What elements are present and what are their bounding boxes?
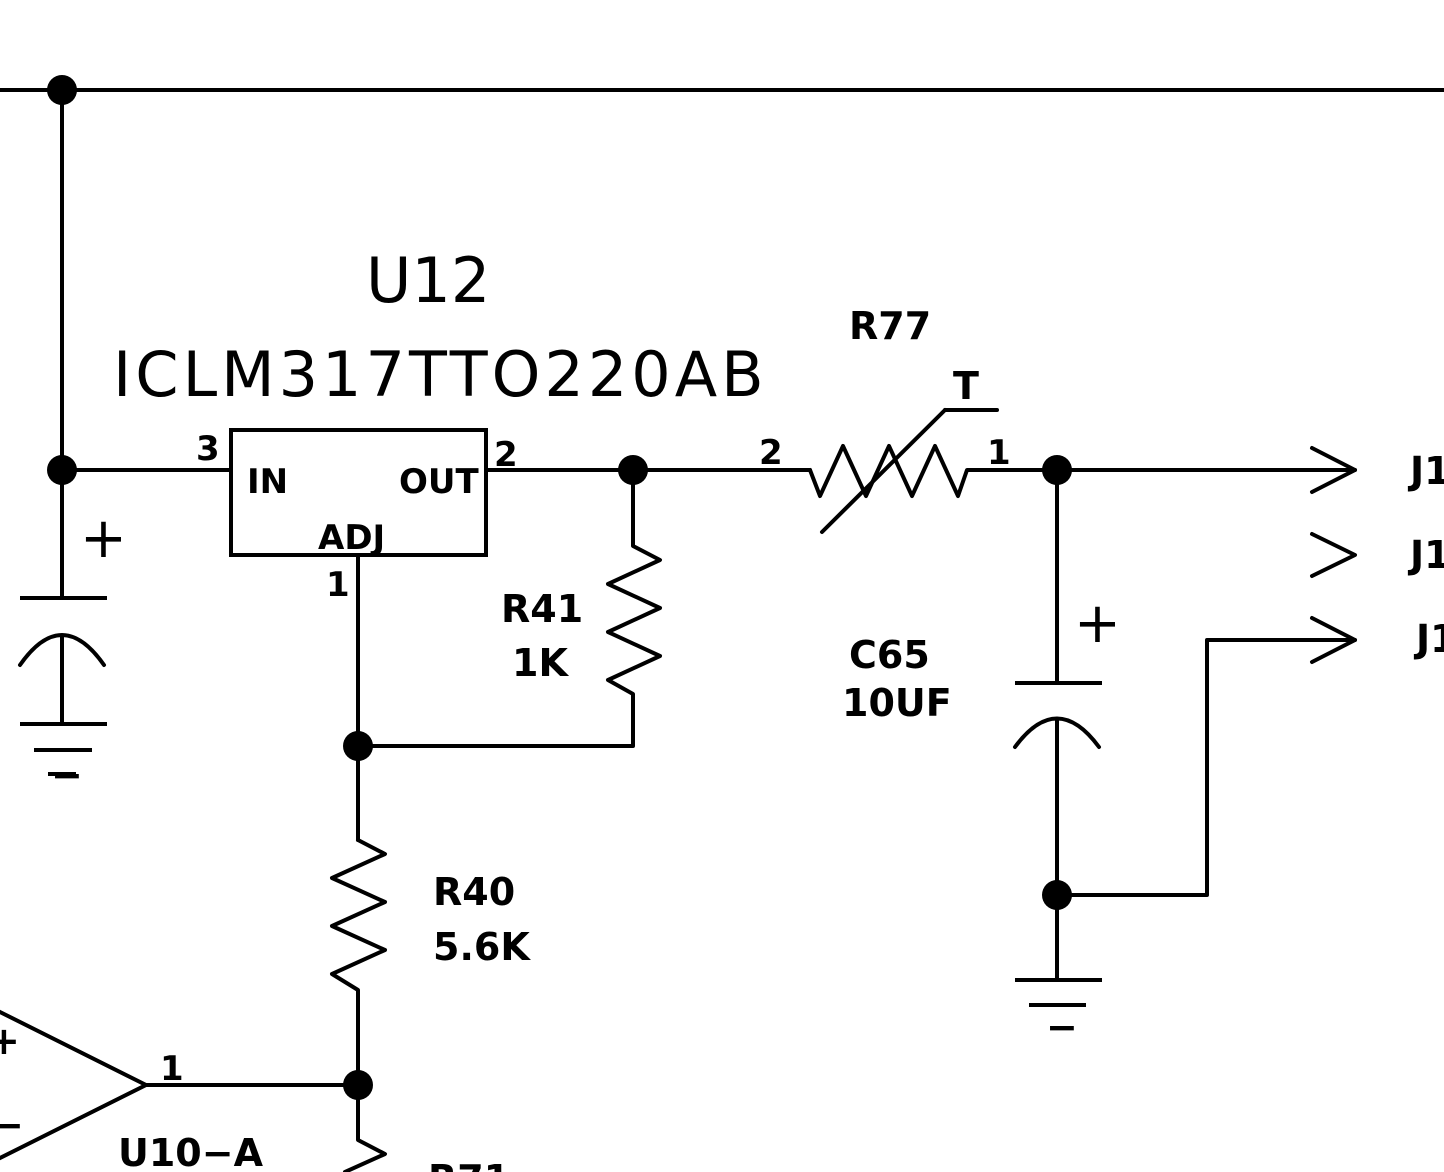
- thermistor-type-mark: T: [953, 364, 979, 408]
- junction-top-left: [47, 75, 77, 105]
- opamp-u10a: [0, 1009, 360, 1161]
- connector-arrow-3: [1310, 616, 1357, 664]
- r71-ref-partial: R71: [428, 1157, 510, 1172]
- c65-ground-minus: −: [1046, 1005, 1078, 1049]
- regulator-ref: U12: [366, 244, 490, 317]
- junction-input: [47, 455, 77, 485]
- resistor-r71-partial: [343, 1083, 387, 1172]
- connector-arrow-1: [1310, 446, 1357, 494]
- c65-value: 10UF: [842, 681, 952, 725]
- thermistor-pin-left: 2: [759, 433, 783, 473]
- r40-value: 5.6K: [433, 925, 531, 969]
- opamp-plus-sign: +: [0, 1019, 20, 1063]
- connector-label-1: J1: [1407, 449, 1444, 493]
- resistor-r41: [356, 468, 662, 748]
- opamp-ref: U10−A: [118, 1131, 264, 1172]
- regulator-label-adj: ADJ: [318, 518, 385, 558]
- regulator-part: ICLM317TTO220AB: [113, 338, 768, 411]
- r41-value: 1K: [512, 641, 569, 685]
- regulator-label-out: OUT: [399, 462, 480, 502]
- regulator-pin-in-number: 3: [196, 429, 220, 469]
- thermistor-r77: [808, 408, 1059, 534]
- r41-ref: R41: [501, 587, 583, 631]
- thermistor-ref: R77: [849, 304, 931, 348]
- junction-adj: [343, 731, 373, 761]
- c65-plus: +: [1074, 591, 1121, 656]
- capacitor-c65: [1013, 468, 1102, 1007]
- connector-label-2: J1: [1407, 533, 1444, 577]
- thermistor-pin-right: 1: [987, 433, 1011, 473]
- input-cap-ground-minus: −: [51, 753, 83, 797]
- ground-return-wire: [1055, 638, 1357, 897]
- connector-label-3: J1: [1413, 617, 1444, 661]
- regulator-pin-out-number: 2: [494, 435, 518, 475]
- r40-ref: R40: [433, 870, 515, 914]
- regulator-pin-adj-number: 1: [326, 565, 350, 605]
- c65-ref: C65: [849, 633, 930, 677]
- input-cap-plus: +: [80, 506, 127, 571]
- connector-arrow-2: [1310, 532, 1357, 578]
- resistor-r40: [330, 838, 387, 1087]
- regulator-label-in: IN: [247, 462, 288, 502]
- opamp-minus-sign: −: [0, 1103, 24, 1147]
- opamp-pin-out: 1: [160, 1049, 184, 1089]
- input-capacitor: [18, 596, 107, 776]
